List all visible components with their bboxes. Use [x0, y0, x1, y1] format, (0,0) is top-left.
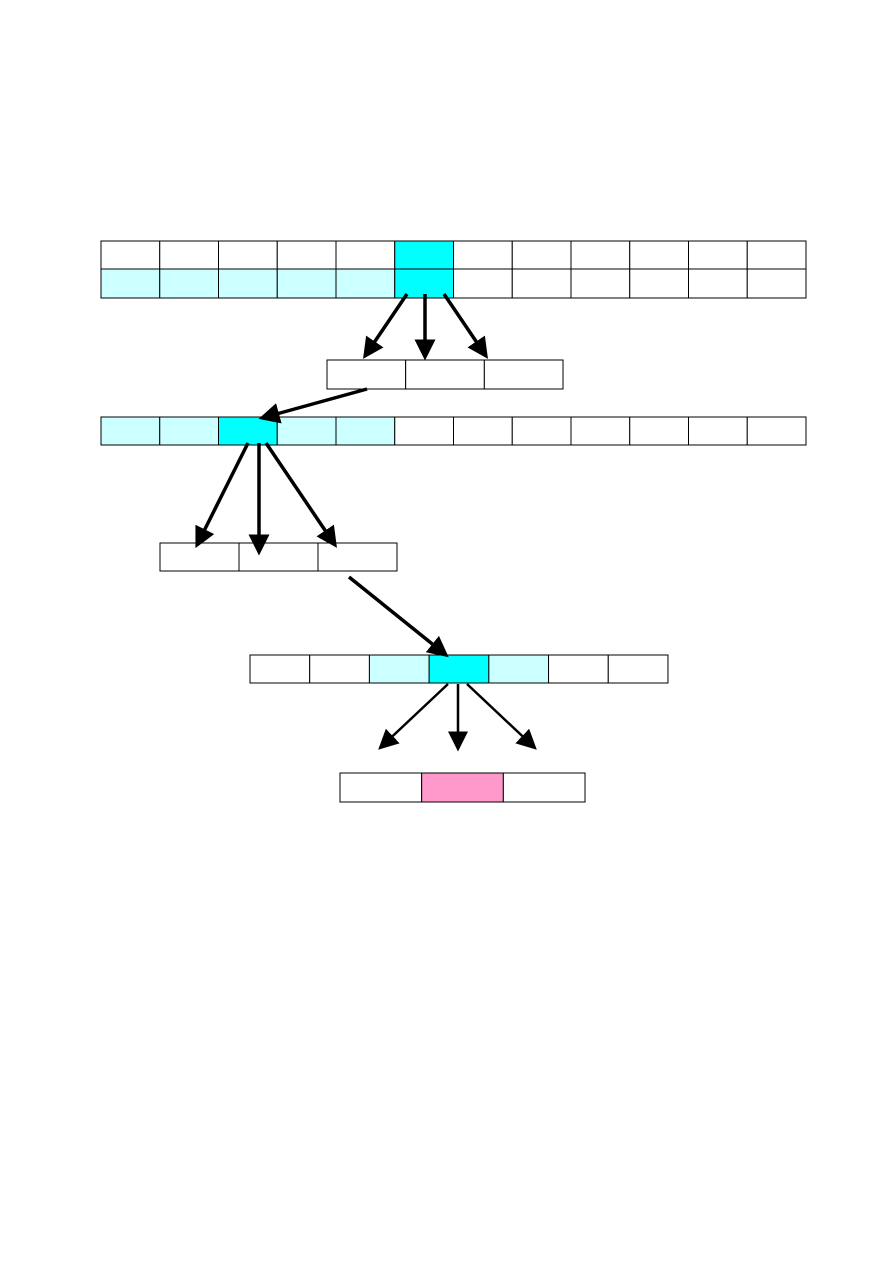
row-3-cell-5 — [488, 654, 550, 684]
group-1-cell-3 — [483, 359, 564, 390]
cells-layer — [100, 240, 807, 803]
row-3-cell-3 — [368, 654, 430, 684]
arrow-2-left — [195, 442, 250, 549]
row-2 — [100, 416, 807, 446]
group-1-cell-2 — [405, 359, 485, 390]
row-1-top-cell-1 — [100, 240, 161, 270]
group-3-cell-3 — [502, 772, 586, 803]
row-2-cell-11 — [688, 416, 748, 446]
row-2-cell-1 — [100, 416, 161, 446]
arrow-1-left — [363, 293, 409, 359]
row-2-cell-10 — [629, 416, 689, 446]
group-1-cell-1 — [326, 359, 407, 390]
row-2-cell-12 — [746, 416, 807, 446]
arrow-3-left — [378, 683, 449, 750]
group-3 — [339, 772, 586, 803]
row-1-top-cell-8 — [511, 240, 572, 270]
row-3-cell-4 — [428, 654, 490, 684]
group-2-cell-2 — [238, 542, 319, 572]
row-1-top-cell-7 — [453, 240, 513, 270]
row-3-cell-7 — [607, 654, 669, 684]
row-2-cell-6 — [394, 416, 454, 446]
row-1-bottom-cell-9 — [570, 268, 631, 299]
row-2-cell-7 — [453, 416, 513, 446]
row-1-bottom-cell-11 — [688, 268, 748, 299]
arrow-3-right — [466, 683, 537, 750]
row-1-bottom-cell-10 — [629, 268, 689, 299]
row-1-top-cell-5 — [335, 240, 396, 270]
row-1-bottom-cell-6 — [394, 268, 454, 299]
group-2-cell-1 — [159, 542, 240, 572]
row-1-bottom-cell-1 — [100, 268, 161, 299]
row-1-bottom-cell-2 — [159, 268, 219, 299]
arrows-layer — [195, 293, 537, 752]
row-1-bottom-cell-4 — [276, 268, 337, 299]
row-2-cell-4 — [276, 416, 337, 446]
row-3 — [249, 654, 669, 684]
row-1-top-cell-9 — [570, 240, 631, 270]
row-1-top-cell-4 — [276, 240, 337, 270]
row-1-bottom-cell-7 — [453, 268, 513, 299]
arrow-2-return — [347, 575, 449, 658]
row-1-top-cell-6 — [394, 240, 454, 270]
row-1-top-cell-2 — [159, 240, 219, 270]
row-3-cell-2 — [309, 654, 370, 684]
group-1 — [326, 359, 564, 390]
arrow-1-right — [442, 293, 488, 359]
row-1-top-cell-10 — [629, 240, 689, 270]
row-1-bottom-cell-5 — [335, 268, 396, 299]
row-2-cell-8 — [511, 416, 572, 446]
group-3-cell-1 — [339, 772, 423, 803]
row-2-cell-5 — [335, 416, 396, 446]
row-1-top-cell-3 — [218, 240, 278, 270]
row-1-top-cell-12 — [746, 240, 807, 270]
arrow-2-right — [264, 442, 337, 548]
row-1-bottom — [100, 268, 807, 299]
row-3-cell-6 — [548, 654, 609, 684]
group-2-cell-3 — [317, 542, 398, 572]
group-3-cell-2 — [421, 772, 504, 803]
row-1-top — [100, 240, 807, 270]
row-2-cell-9 — [570, 416, 631, 446]
group-2 — [159, 542, 398, 572]
row-1-bottom-cell-8 — [511, 268, 572, 299]
row-1-bottom-cell-3 — [218, 268, 278, 299]
row-1-bottom-cell-12 — [746, 268, 807, 299]
row-2-cell-2 — [159, 416, 219, 446]
row-1-top-cell-11 — [688, 240, 748, 270]
arrow-1-return — [258, 387, 368, 424]
row-2-cell-3 — [218, 416, 278, 446]
row-3-cell-1 — [249, 654, 311, 684]
